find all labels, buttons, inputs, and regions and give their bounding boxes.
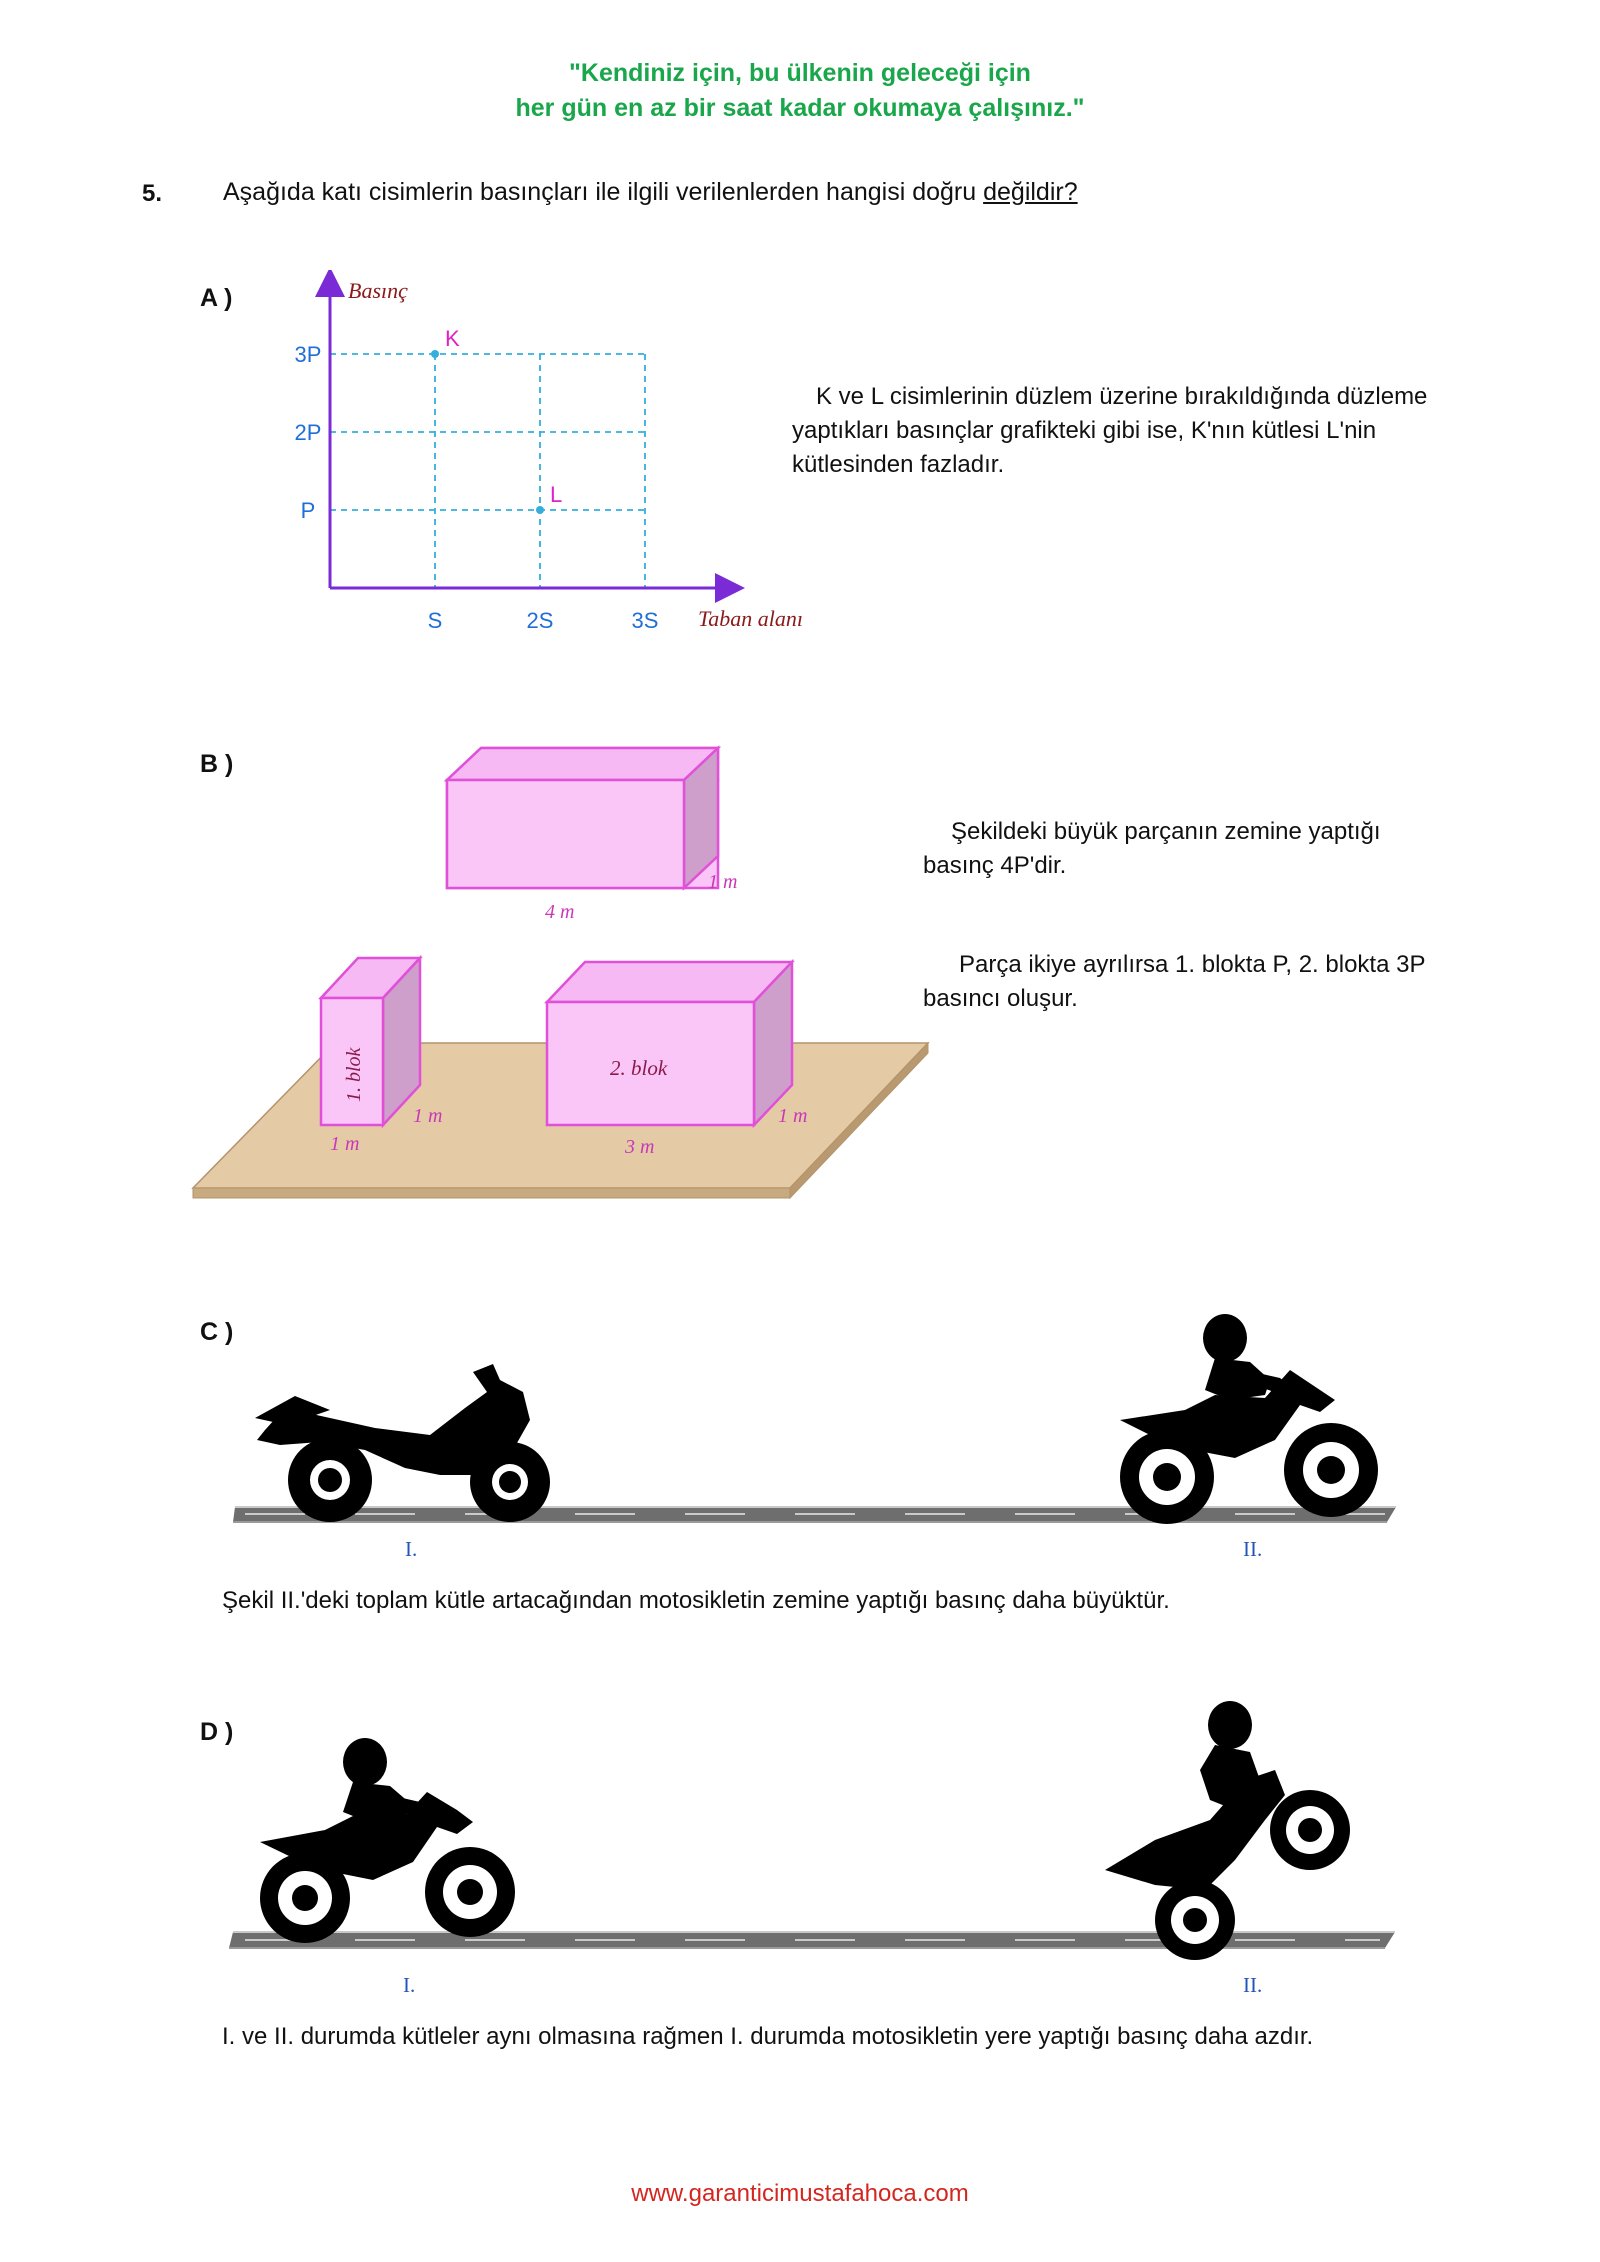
option-c-fig2-label: II. [1243, 1537, 1262, 1561]
chart-grid [330, 353, 646, 588]
question-text-underlined: değildir? [983, 178, 1078, 206]
footer-url[interactable]: www.garanticimustafahoca.com [631, 2180, 969, 2207]
question-number: 5. [142, 180, 163, 207]
x-tick-label: 2S [527, 608, 554, 633]
block-1-name: 1. blok [343, 1046, 365, 1102]
sport-motorcycle-silhouette [255, 1364, 550, 1522]
y-axis-label: Basınç [348, 278, 408, 303]
option-d-label: D ) [200, 1718, 234, 1746]
y-tick-label: 3P [295, 342, 322, 367]
x-tick-label: 3S [632, 608, 659, 633]
option-d-figure: I. II. [229, 1701, 1395, 1997]
option-d-fig1-label: I. [403, 1973, 415, 1997]
y-tick-label: 2P [295, 420, 322, 445]
option-c-figure: I. II. [233, 1314, 1396, 1561]
block-2-name: 2. blok [610, 1056, 668, 1080]
option-c-label: C ) [200, 1318, 234, 1346]
question-text-main: Aşağıda katı cisimlerin basınçları ile i… [223, 178, 984, 206]
option-d-text: I. ve II. durumda kütleler aynı olmasına… [222, 2023, 1314, 2050]
block-2-depth: 1 m [778, 1105, 807, 1127]
option-b-label: B ) [200, 750, 234, 778]
question-text: Aşağıda katı cisimlerin basınçları ile i… [223, 178, 1078, 207]
option-c-text: Şekil II.'deki toplam kütle artacağından… [222, 1587, 1170, 1614]
quote-line-2: her gün en az bir saat kadar okumaya çal… [515, 94, 1085, 122]
header-quote: "Kendiniz için, bu ülkenin geleceği için… [0, 56, 1600, 126]
dirt-bike-rider-silhouette [1120, 1314, 1378, 1524]
point-label-k: K [445, 326, 460, 351]
point-k [431, 350, 439, 358]
y-tick-label: P [301, 498, 316, 523]
block-1-depth: 1 m [413, 1105, 442, 1127]
big-block [443, 745, 722, 891]
road [233, 1506, 1396, 1523]
option-a-text: K ve L cisimlerinin düzlem üzerine bırak… [792, 383, 1428, 478]
block-2-width: 3 m [624, 1136, 654, 1158]
quote-line-1: "Kendiniz için, bu ülkenin geleceği için [569, 59, 1031, 87]
block-1-width: 1 m [330, 1133, 359, 1155]
big-block-depth: 1 m [708, 871, 737, 893]
option-c-fig1-label: I. [405, 1537, 417, 1561]
block-2 [544, 958, 795, 1129]
chart-points: KL [431, 326, 562, 514]
option-b-text-2: Parça ikiye ayrılırsa 1. blokta P, 2. bl… [923, 951, 1426, 1012]
option-a-label: A ) [200, 284, 233, 312]
dirt-bike-rider-silhouette-1 [260, 1738, 515, 1943]
x-tick-label: S [428, 608, 443, 633]
x-axis-label: Taban alanı [698, 606, 803, 631]
big-block-length: 4 m [545, 901, 574, 923]
option-b-text-1: Şekildeki büyük parçanın zemine yaptığı … [923, 818, 1381, 879]
point-label-l: L [550, 482, 562, 507]
option-d-fig2-label: II. [1243, 1973, 1262, 1997]
point-l [536, 506, 544, 514]
block-1 [318, 954, 423, 1129]
blocks-figure: 4 m 1 m 1. blok 1 m 1 m 2. blok 1 m 3 m [191, 745, 930, 1200]
chart-ticks: P 2P 3P S 2S 3S [295, 342, 659, 633]
wheelie-rider-silhouette [1105, 1701, 1350, 1960]
